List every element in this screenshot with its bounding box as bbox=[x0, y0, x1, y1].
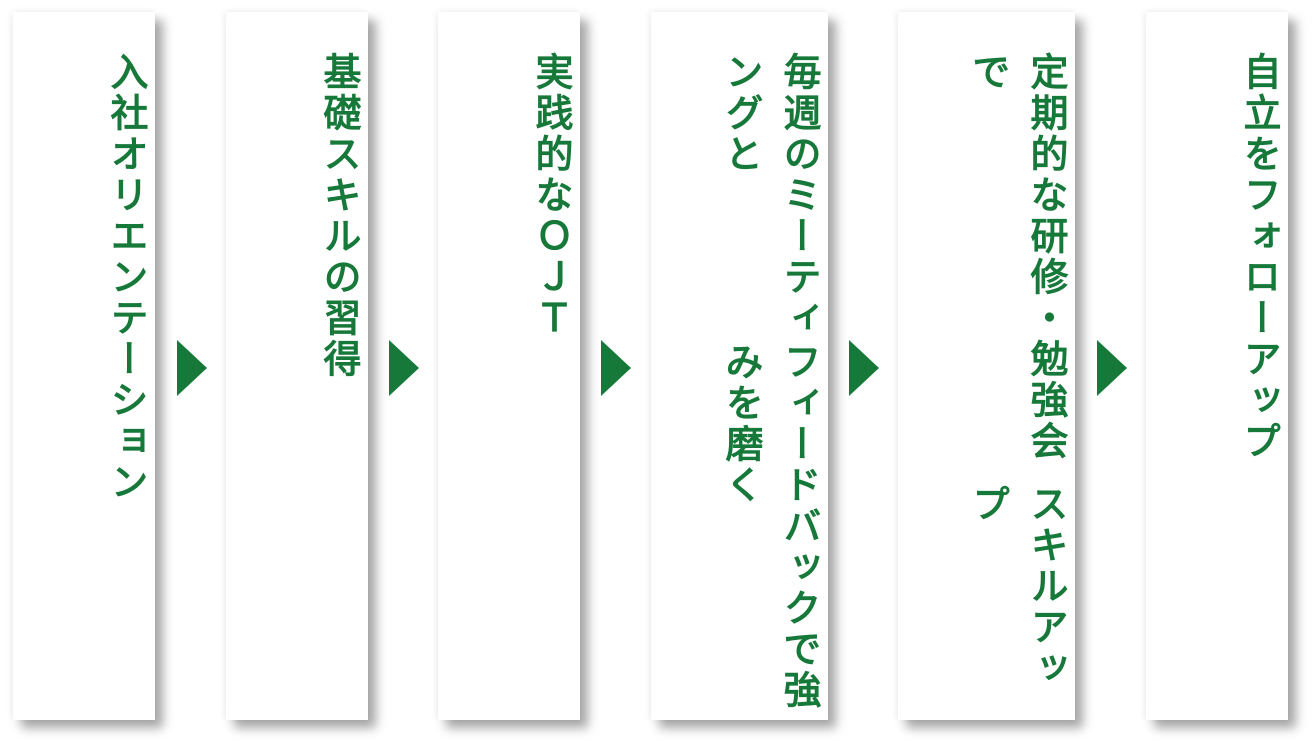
step-4-line-2: フィードバックで強みを磨く bbox=[719, 342, 821, 712]
step-5-text: 定期的な研修・勉強会で スキルアップ bbox=[898, 52, 1075, 720]
step-2-box: 基礎スキルの習得 bbox=[226, 12, 368, 720]
step-4-text: 毎週のミーティングと フィードバックで強みを磨く bbox=[651, 52, 828, 720]
step-1-line-1: 入社オリエンテーション bbox=[104, 52, 148, 503]
step-4-line-1: 毎週のミーティングと bbox=[719, 52, 821, 339]
step-3-box: 実践的なＯＪＴ bbox=[438, 12, 580, 720]
step-3-line-1: 実践的なＯＪＴ bbox=[529, 52, 573, 339]
step-4-box: 毎週のミーティングと フィードバックで強みを磨く bbox=[651, 12, 828, 720]
step-6-text: 自立をフォローアップ bbox=[1146, 52, 1288, 462]
arrow-right-icon bbox=[849, 340, 879, 396]
step-2-text: 基礎スキルの習得 bbox=[226, 52, 368, 380]
step-5-line-2: スキルアップ bbox=[966, 484, 1068, 690]
step-2-line-1: 基礎スキルの習得 bbox=[317, 52, 361, 380]
step-1-text: 入社オリエンテーション bbox=[13, 52, 155, 503]
step-6-box: 自立をフォローアップ bbox=[1146, 12, 1288, 720]
step-5-box: 定期的な研修・勉強会で スキルアップ bbox=[898, 12, 1075, 720]
step-6-line-1: 自立をフォローアップ bbox=[1237, 52, 1281, 462]
step-1-box: 入社オリエンテーション bbox=[13, 12, 155, 720]
arrow-right-icon bbox=[601, 340, 631, 396]
step-5-line-1: 定期的な研修・勉強会で bbox=[966, 52, 1068, 462]
step-3-text: 実践的なＯＪＴ bbox=[438, 52, 580, 339]
arrow-right-icon bbox=[177, 340, 207, 396]
arrow-right-icon bbox=[1097, 340, 1127, 396]
arrow-right-icon bbox=[389, 340, 419, 396]
